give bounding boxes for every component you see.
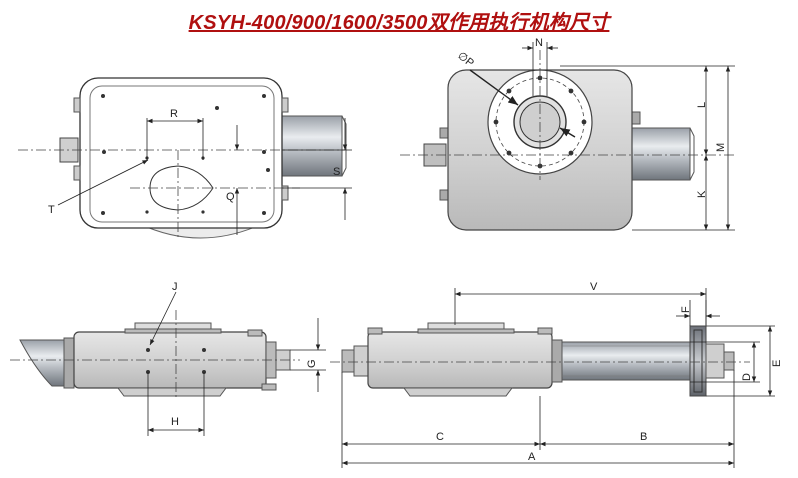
end-cap [689,325,707,397]
label-phiP: ∅P [455,50,476,70]
dim-H [147,372,205,436]
label-N: N [535,37,543,49]
dim-LKM [560,65,735,231]
dim-DE [690,325,775,397]
dim-F [676,300,720,326]
dim-R [146,118,204,160]
dim-N [522,42,558,96]
dim-CBA [341,370,735,468]
side-housing-2 [367,331,553,389]
label-F: F [680,306,692,313]
dim-G [290,318,326,392]
label-E: E [771,360,783,367]
dim-S [282,118,352,220]
top-view-right: ∅P N L K M [400,37,735,231]
cylinder-stub [281,115,347,177]
label-Q: Q [226,191,235,203]
label-M: M [715,143,727,152]
top-view-left: R S Q T [18,77,352,239]
pneumatic-cylinder [561,341,691,381]
label-L: L [696,102,708,108]
label-G: G [306,359,318,368]
side-view-right: V F D E C B A [330,281,783,468]
side-view-left: J G H [10,281,326,436]
label-V: V [590,281,598,293]
label-C: C [436,431,444,443]
housing-outline [79,77,283,229]
leader-T [57,159,149,206]
cam-outline [149,165,214,211]
label-B: B [640,431,647,443]
label-D: D [741,373,753,381]
label-S: S [333,166,340,178]
label-T: T [48,204,55,216]
label-R: R [170,108,178,120]
leader-phiP [469,69,576,138]
label-A: A [528,451,536,463]
label-H: H [171,416,179,428]
label-J: J [172,281,178,293]
label-K: K [696,190,708,198]
cylinder-stub-left [19,339,71,387]
page-title: KSYH-400/900/1600/3500双作用执行机构尺寸 [188,12,610,34]
dim-V [454,288,707,325]
